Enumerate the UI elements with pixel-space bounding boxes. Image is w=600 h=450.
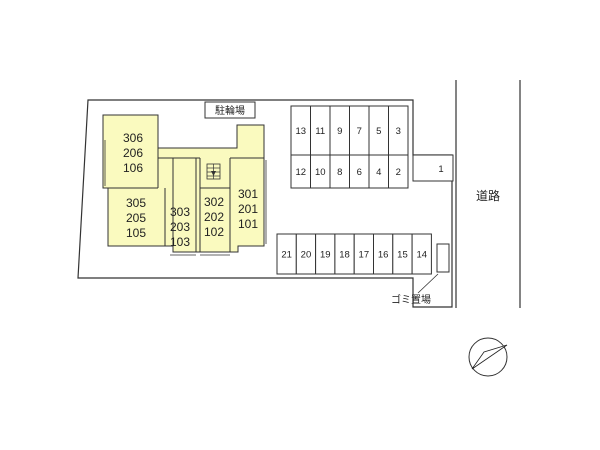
parking-spot-2: [388, 154, 409, 189]
parking-spot-label: 20: [301, 250, 312, 261]
parking-spot-label: 5: [376, 126, 381, 137]
parking-spot-label: 12: [295, 167, 306, 178]
parking-spot-1: [412, 154, 454, 182]
parking-spot-label: 8: [337, 167, 342, 178]
parking-spot-label: 19: [320, 250, 331, 261]
building: 306 206 106 305 205 105 303 203 103 302 …: [102, 114, 267, 256]
unit-105: 105: [126, 226, 146, 240]
parking-spot-14: [411, 233, 432, 275]
parking-spot-label: 15: [397, 250, 408, 261]
garbage-area: [436, 243, 450, 273]
unit-201: 201: [238, 202, 258, 216]
road-label: 道路: [476, 188, 500, 203]
parking-middle-row: 12 10 8 6 4 2: [290, 154, 409, 189]
garbage-label: ゴミ置場: [391, 293, 431, 306]
parking-spot-label: 21: [281, 250, 292, 261]
unit-206: 206: [123, 146, 143, 160]
unit-103: 103: [170, 235, 190, 249]
parking-spot-label: 14: [416, 250, 427, 261]
parking-spot-label: 7: [357, 126, 362, 137]
unit-301: 301: [238, 187, 258, 201]
unit-305: 305: [126, 196, 146, 210]
unit-205: 205: [126, 211, 146, 225]
site-boundary: [77, 99, 453, 308]
parking-spot-label: 18: [339, 250, 350, 261]
parking-spot-label: 16: [378, 250, 389, 261]
parking-spot-label: 13: [295, 126, 306, 137]
bicycle-parking-box: [204, 101, 256, 119]
parking-spot-label: 10: [315, 167, 326, 178]
unit-203: 203: [170, 220, 190, 234]
parking-spot-label: 2: [396, 167, 401, 178]
parking-spot-label: 1: [438, 164, 443, 175]
building-body: [102, 114, 265, 253]
parking-spot-label: 6: [357, 167, 362, 178]
parking-spot-label: 4: [376, 167, 381, 178]
unit-101: 101: [238, 217, 258, 231]
parking-bottom-row: 21 20 19 18 17 16 15 14: [276, 233, 432, 275]
unit-306: 306: [123, 131, 143, 145]
unit-302: 302: [204, 195, 224, 209]
unit-102: 102: [204, 225, 224, 239]
north-arrow-icon: [468, 337, 508, 377]
unit-106: 106: [123, 161, 143, 175]
parking-top-row: 13 11 9 7 5 3: [290, 105, 409, 156]
unit-303: 303: [170, 205, 190, 219]
unit-202: 202: [204, 210, 224, 224]
stairs-icon: [206, 163, 221, 180]
parking-spot-label: 17: [359, 250, 370, 261]
garbage-leader-line: [417, 273, 439, 294]
bicycle-parking-label: 駐輪場: [215, 104, 245, 117]
parking-spot-label: 3: [396, 126, 401, 137]
parking-spot-label: 9: [337, 126, 342, 137]
parking-spot-label: 11: [315, 126, 325, 137]
